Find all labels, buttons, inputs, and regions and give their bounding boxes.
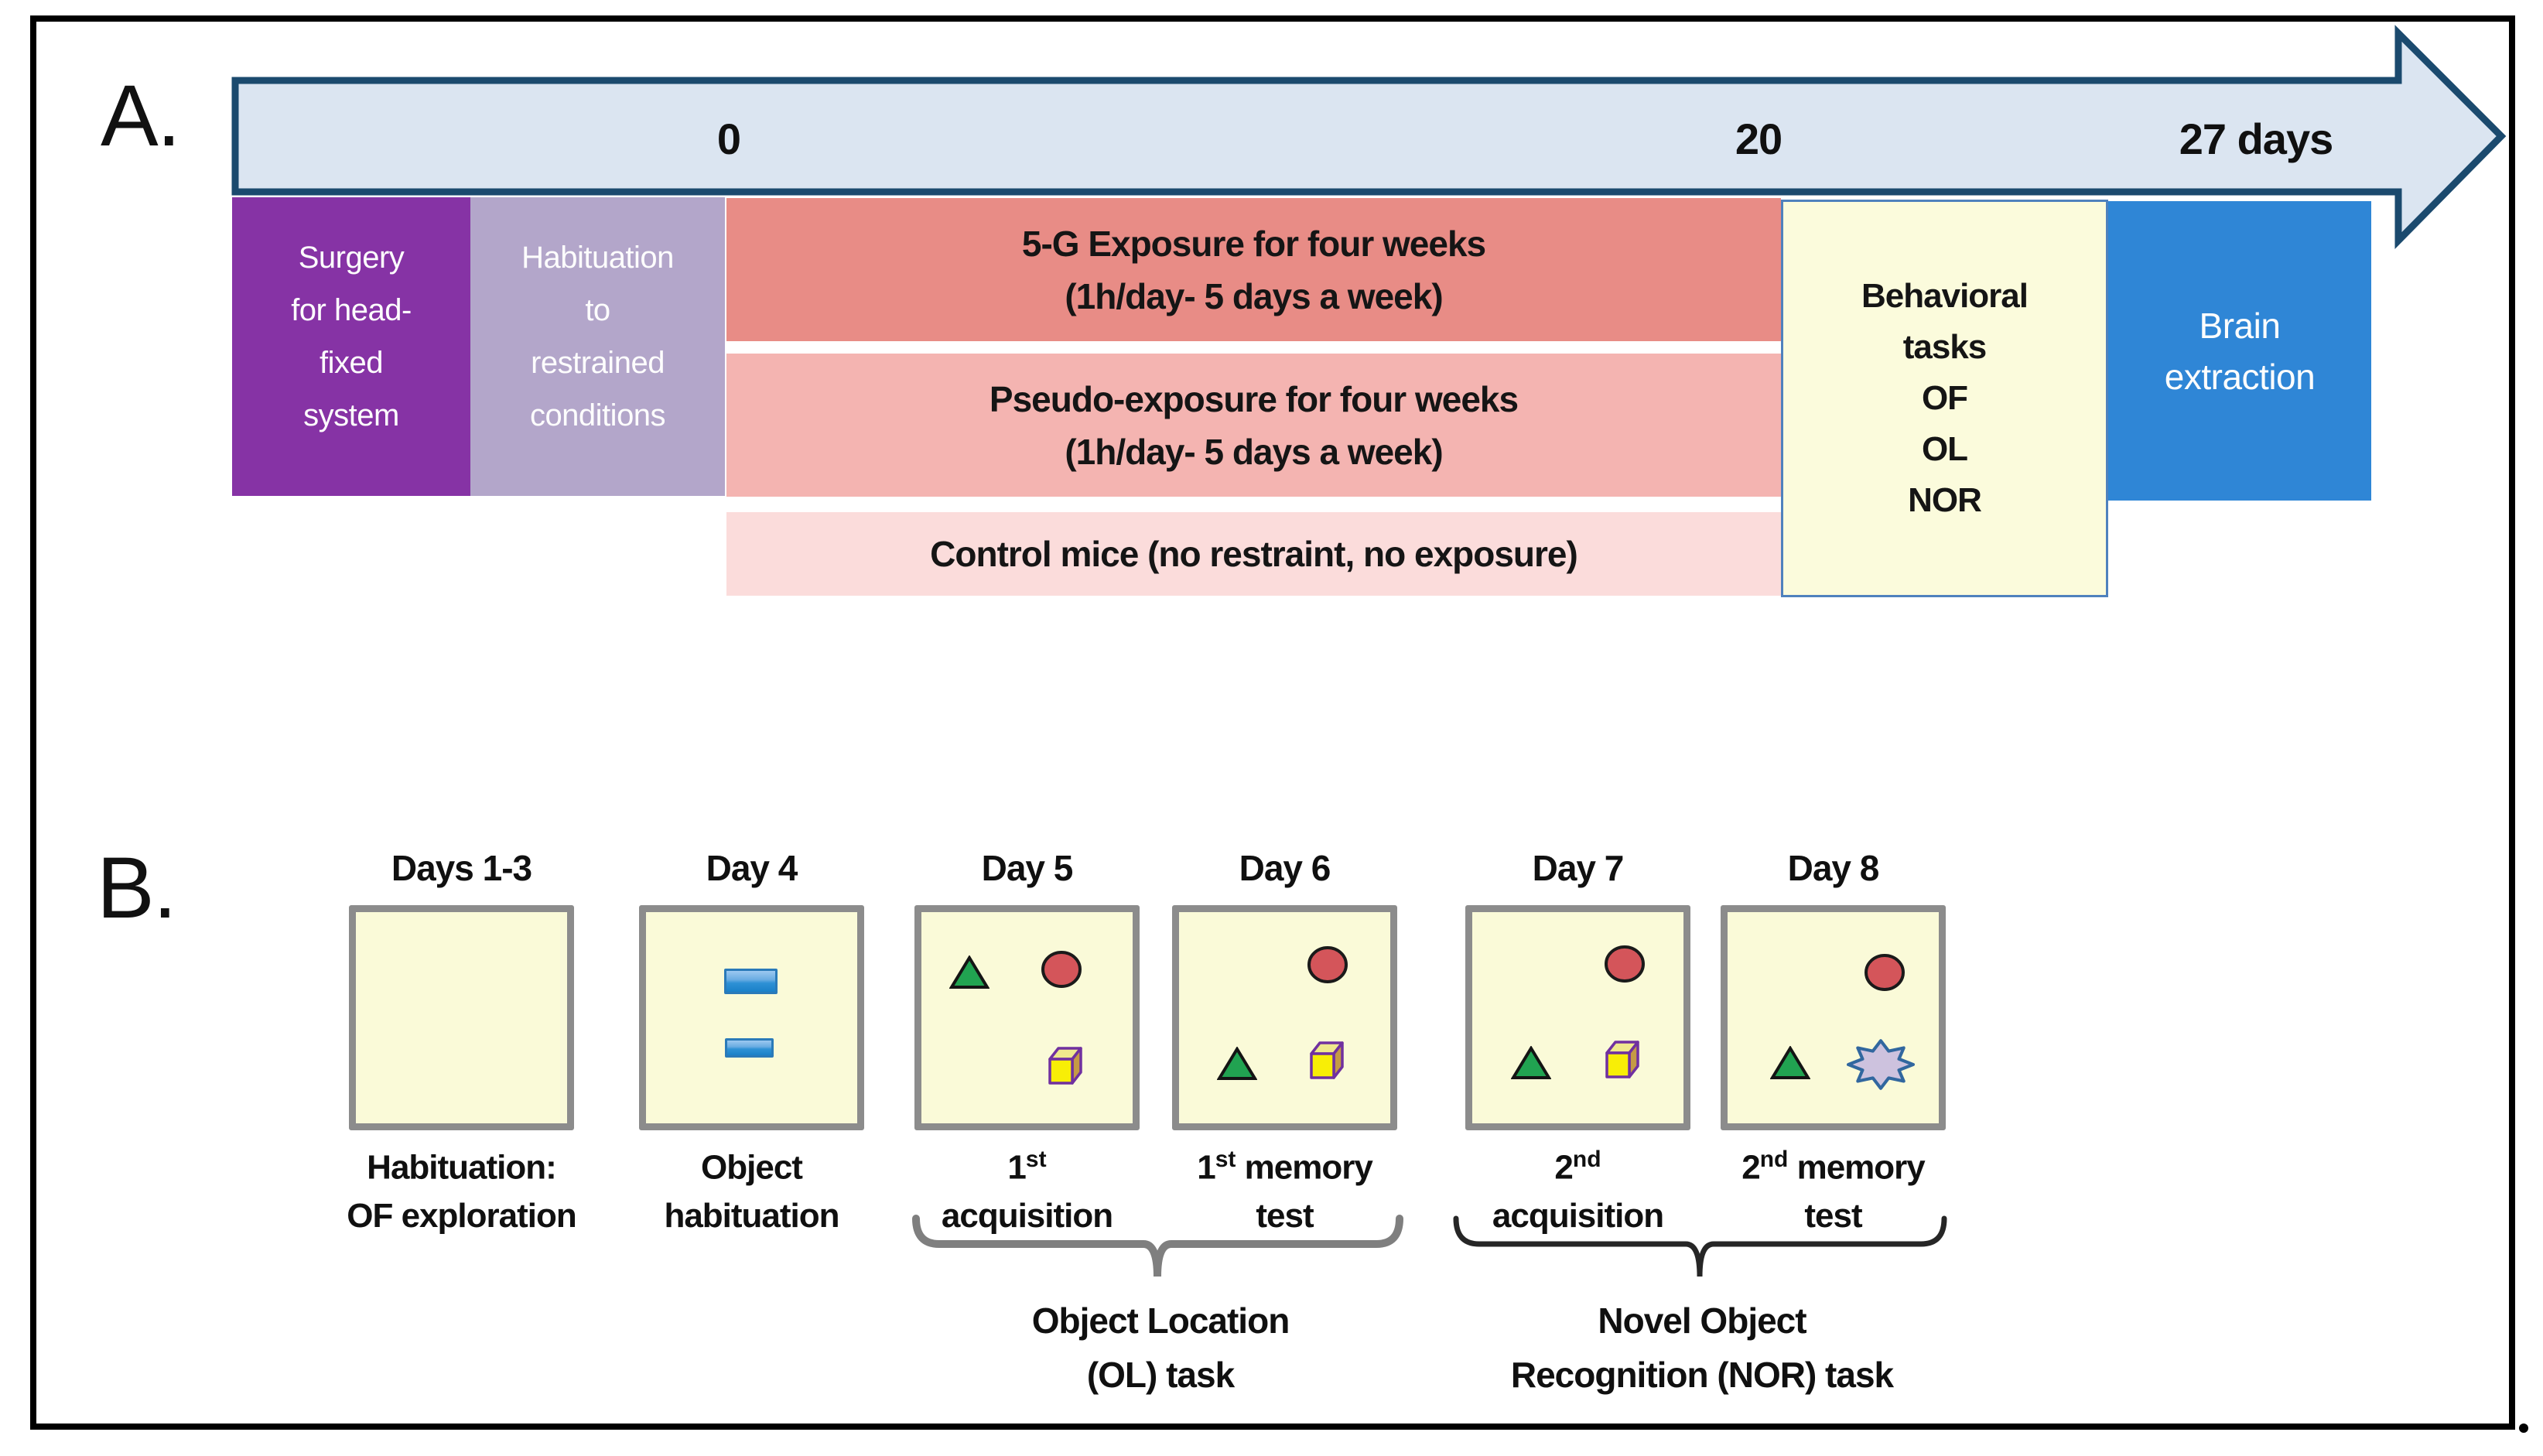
day-cell-day-4: Day 4 Object habituation xyxy=(596,848,907,1235)
red-circle-icon xyxy=(1041,951,1082,988)
timeline-tick-27-days: 27 days xyxy=(2179,114,2334,163)
green-triangle-icon xyxy=(1217,1047,1257,1080)
nor-task-label: Novel Object Recognition (NOR) task xyxy=(1510,1300,1894,1395)
green-triangle-icon xyxy=(949,955,990,989)
arena-box-1st-acquisition xyxy=(914,905,1140,1130)
day-cell-days-1-3: Days 1-3 Habituation: OF exploration xyxy=(306,848,617,1235)
day-label: Day 4 xyxy=(706,848,798,888)
panel-a-label: A. xyxy=(101,67,181,164)
stage-5g-exposure-box: 5-G Exposure for four weeks (1h/day- 5 d… xyxy=(726,198,1781,341)
arena-box-empty xyxy=(349,905,574,1130)
stage-surgery-box: Surgery for head- fixed system xyxy=(232,197,470,496)
day-label: Day 8 xyxy=(1787,848,1880,888)
arena-box-1st-memory-test xyxy=(1172,905,1397,1130)
purple-starburst-icon xyxy=(1847,1039,1915,1090)
day-caption: 2nd acquisition xyxy=(1492,1147,1664,1235)
timeline-tick-20: 20 xyxy=(1735,114,1782,163)
trailing-period xyxy=(2519,1424,2528,1433)
arena-box-2nd-memory-test xyxy=(1721,905,1946,1130)
day-caption: 1st acquisition xyxy=(941,1147,1113,1235)
arena-box-2nd-acquisition xyxy=(1465,905,1690,1130)
day-caption: Object habituation xyxy=(664,1148,839,1235)
stage-pseudo-exposure-box: Pseudo-exposure for four weeks (1h/day- … xyxy=(726,354,1781,497)
panel-b-label: B. xyxy=(97,839,177,936)
task-braces xyxy=(912,1215,1947,1277)
arena-box-object-habituation xyxy=(639,905,864,1130)
day-caption: Habituation: OF exploration xyxy=(347,1148,576,1235)
figure-border xyxy=(30,15,2515,1430)
day-cell-day-6: Day 6 1st memory test xyxy=(1130,848,1440,1235)
timeline-tick-0: 0 xyxy=(716,114,741,163)
red-circle-icon xyxy=(1307,946,1348,983)
timeline-arrow-shape xyxy=(231,25,2507,249)
day-cell-day-8: Day 8 2nd memory test xyxy=(1678,848,1988,1235)
day-caption: 1st memory test xyxy=(1197,1147,1373,1235)
day-caption: 2nd memory test xyxy=(1741,1147,1926,1235)
stage-habituation-box: Habituation to restrained conditions xyxy=(470,197,725,496)
blue-block-icon xyxy=(725,1038,774,1058)
timeline-arrow xyxy=(231,25,2507,249)
day-label: Day 5 xyxy=(981,848,1074,888)
ol-task-label: Object Location (OL) task xyxy=(1031,1300,1290,1395)
stage-control-box: Control mice (no restraint, no exposure) xyxy=(726,512,1781,596)
green-triangle-icon xyxy=(1511,1046,1551,1079)
yellow-cube-icon xyxy=(1605,1041,1639,1078)
day-label: Day 6 xyxy=(1239,848,1331,888)
stage-behavioral-tasks-box: Behavioral tasks OF OL NOR xyxy=(1781,200,2108,597)
ol-brace xyxy=(912,1215,1403,1277)
day-label: Day 7 xyxy=(1532,848,1625,888)
day-cell-day-7: Day 7 2nd acquisition xyxy=(1423,848,1733,1235)
green-triangle-icon xyxy=(1770,1046,1810,1079)
yellow-cube-icon xyxy=(1048,1047,1082,1085)
nor-brace xyxy=(1453,1215,1947,1277)
day-cell-day-5: Day 5 1st acquisition xyxy=(872,848,1182,1235)
red-circle-icon xyxy=(1865,954,1905,991)
yellow-cube-icon xyxy=(1310,1041,1344,1079)
red-circle-icon xyxy=(1605,945,1645,983)
day-label: Days 1-3 xyxy=(391,848,532,888)
blue-block-icon xyxy=(724,969,778,994)
stage-brain-extraction-box: Brain extraction xyxy=(2108,201,2371,501)
